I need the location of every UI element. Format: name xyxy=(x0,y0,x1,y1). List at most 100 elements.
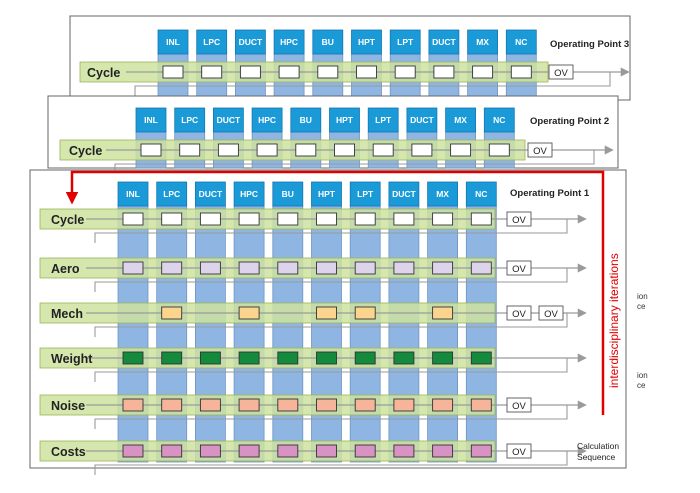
component-header xyxy=(505,29,537,55)
component-cell xyxy=(432,351,454,365)
ov-box xyxy=(506,305,532,321)
component-label: INL xyxy=(166,37,180,47)
discipline-row: Cycle OV xyxy=(39,208,587,243)
component-column xyxy=(194,205,226,463)
component-cell xyxy=(161,261,183,275)
component-label: LPC xyxy=(203,37,220,47)
component-cell xyxy=(278,65,300,79)
component-header xyxy=(273,29,305,55)
component-cell xyxy=(161,444,183,458)
component-cell xyxy=(161,306,183,320)
component-label: NC xyxy=(515,37,527,47)
sheet-edge-text: ce xyxy=(637,381,646,390)
component-column xyxy=(388,205,420,463)
component-cell xyxy=(433,65,455,79)
component-cell xyxy=(277,351,299,365)
component-header xyxy=(272,181,304,207)
component-cell xyxy=(122,351,144,365)
component-label: DUCT xyxy=(432,37,456,47)
discipline-row: Weight xyxy=(39,347,587,382)
component-label: LPT xyxy=(375,115,392,125)
component-cell xyxy=(277,444,299,458)
discipline-label: Noise xyxy=(51,399,85,413)
component-cell xyxy=(199,351,221,365)
component-cell xyxy=(316,212,337,226)
component-cell xyxy=(238,398,260,412)
discipline-label: Aero xyxy=(51,262,80,276)
component-label: HPT xyxy=(336,115,354,125)
component-cell xyxy=(217,143,239,157)
ov-box xyxy=(538,305,564,321)
component-header xyxy=(156,181,188,207)
component-cell xyxy=(510,65,532,79)
ov-label: OV xyxy=(512,309,526,320)
component-cell xyxy=(161,212,183,226)
component-label: MX xyxy=(454,115,467,125)
component-header xyxy=(234,29,266,55)
iteration-arrow xyxy=(65,170,605,415)
component-cell xyxy=(277,398,299,412)
component-cell xyxy=(470,261,492,275)
component-cell xyxy=(277,212,299,226)
ov-box xyxy=(548,64,574,80)
component-cell xyxy=(122,398,144,412)
ov-label: OV xyxy=(533,146,547,157)
component-cell xyxy=(122,444,144,458)
component-cell xyxy=(432,261,454,275)
ov-label: OV xyxy=(512,215,526,226)
component-label: LPC xyxy=(163,189,180,199)
ov-box xyxy=(506,443,532,459)
component-cell xyxy=(317,65,339,79)
component-label: HPC xyxy=(280,37,298,47)
component-label: DUCT xyxy=(199,189,223,199)
component-label: BU xyxy=(300,115,312,125)
component-header xyxy=(312,29,344,55)
ov-label: OV xyxy=(554,68,568,79)
component-label: NC xyxy=(475,189,487,199)
calc-sequence-label: Sequence xyxy=(577,452,616,462)
component-header xyxy=(233,181,265,207)
component-cell xyxy=(354,261,376,275)
component-header xyxy=(311,181,342,207)
component-label: HPC xyxy=(258,115,276,125)
sheet-title: Operating Point 1 xyxy=(510,188,590,199)
discipline-label: Costs xyxy=(51,445,86,459)
discipline-label: Cycle xyxy=(51,213,84,227)
component-label: LPC xyxy=(181,115,198,125)
component-cell xyxy=(432,306,454,320)
component-cell xyxy=(316,261,337,275)
sheet-edge-text: ce xyxy=(637,302,646,311)
component-cell xyxy=(161,398,183,412)
component-cell xyxy=(393,351,415,365)
component-cell xyxy=(162,65,184,79)
component-cell xyxy=(238,351,260,365)
component-label: LPT xyxy=(397,37,414,47)
component-header xyxy=(196,29,228,55)
component-cell xyxy=(393,261,415,275)
component-label: HPT xyxy=(318,189,336,199)
component-cell xyxy=(199,261,221,275)
sheet-edge-text: ion xyxy=(637,371,648,380)
component-header xyxy=(406,107,438,133)
component-column xyxy=(427,205,459,463)
interdisciplinary-iteration-loop: interdisciplinary iterations xyxy=(65,170,621,415)
component-header xyxy=(349,181,381,207)
component-label: DUCT xyxy=(410,115,434,125)
component-label: INL xyxy=(126,189,140,199)
component-header xyxy=(290,107,322,133)
component-cell xyxy=(470,444,492,458)
component-cell xyxy=(316,306,337,320)
component-cell xyxy=(354,212,376,226)
component-header xyxy=(329,107,360,133)
component-header xyxy=(445,107,477,133)
component-header xyxy=(465,181,497,207)
component-cell xyxy=(470,398,492,412)
component-header xyxy=(427,181,459,207)
component-cell xyxy=(354,444,376,458)
component-cell xyxy=(316,351,337,365)
component-label: HPC xyxy=(240,189,258,199)
